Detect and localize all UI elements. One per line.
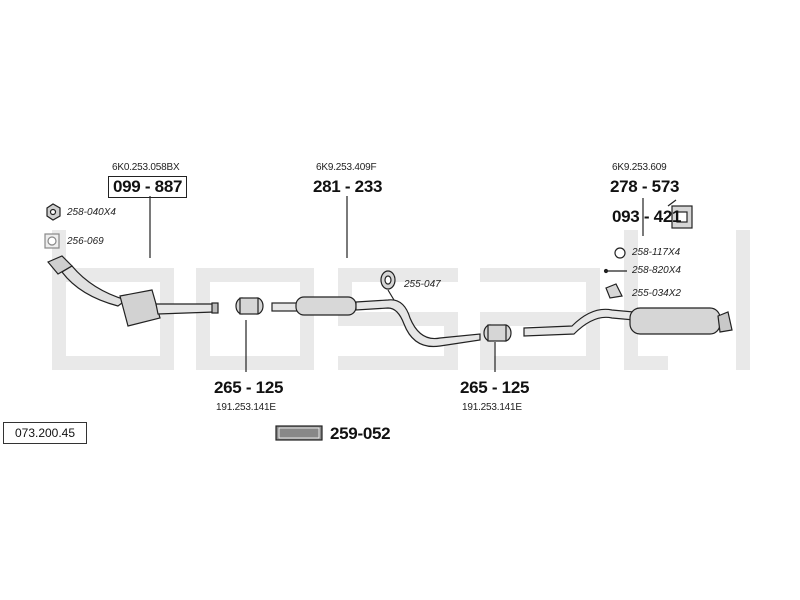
accessory-code-rubber-hanger[interactable]: 255-047 [404, 279, 441, 290]
part-number-rubber-mount[interactable]: 093 - 421 [612, 207, 682, 226]
part-number-rear-silencer[interactable]: 278 - 573 [610, 177, 680, 196]
bracket-icon [605, 283, 623, 299]
oe-number-clamp-left: 191.253.141E [216, 402, 276, 413]
rubber-hanger-icon [380, 270, 396, 301]
clamp-left-part [235, 297, 264, 315]
part-number-middle-silencer[interactable]: 281 - 233 [313, 177, 383, 196]
rubber-mount-icon [667, 199, 693, 229]
oe-number-rear-silencer: 6K9.253.609 [612, 162, 667, 173]
accessory-code-hex-nut[interactable]: 258-040X4 [67, 207, 116, 218]
accessory-code-ring[interactable]: 258-117X4 [632, 247, 681, 258]
oe-number-middle-silencer: 6K9.253.409F [316, 162, 377, 173]
accessory-code-gasket[interactable]: 256-069 [67, 236, 104, 247]
front-pipe-catalyst [47, 255, 219, 327]
part-number-clamp-right[interactable]: 265 - 125 [460, 378, 530, 397]
bolt-icon [603, 268, 627, 274]
oe-number-front-pipe: 6K0.253.058BX [112, 162, 180, 173]
ring-icon [614, 247, 626, 259]
part-number-mounting-kit[interactable]: 259-052 [330, 424, 391, 443]
rear-silencer-part [523, 307, 733, 337]
hex-nut-icon [46, 203, 61, 221]
oe-number-clamp-right: 191.253.141E [462, 402, 522, 413]
accessory-code-bolt[interactable]: 258-820X4 [632, 265, 681, 276]
bosal-logo-badge [275, 425, 323, 441]
gasket-icon [44, 233, 60, 249]
middle-silencer-part [271, 296, 481, 348]
catalog-code: 073.200.45 [3, 422, 87, 444]
part-number-clamp-left[interactable]: 265 - 125 [214, 378, 284, 397]
accessory-code-bracket[interactable]: 255-034X2 [632, 288, 681, 299]
clamp-right-part [483, 324, 512, 342]
part-number-front-pipe[interactable]: 099 - 887 [108, 176, 188, 198]
